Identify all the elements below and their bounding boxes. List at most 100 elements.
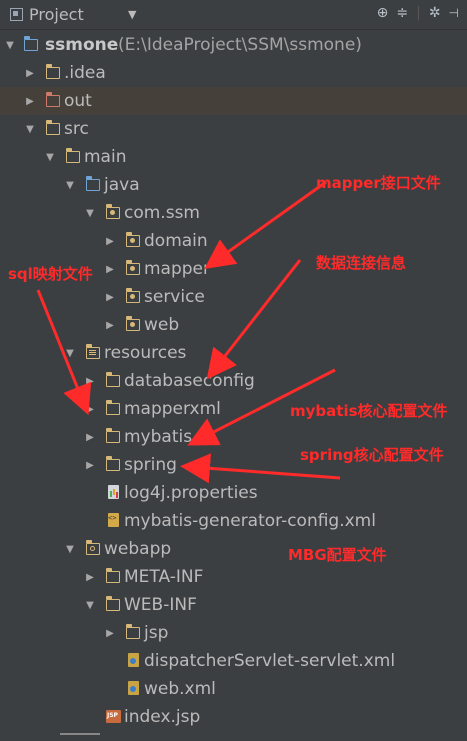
tree-row-log4j[interactable]: log4j.properties: [0, 479, 467, 507]
xml-file-icon: [108, 513, 119, 527]
tree-row-meta-inf[interactable]: ▶ META-INF: [0, 563, 467, 591]
separator: |: [416, 5, 421, 21]
tree-row-web-xml[interactable]: web.xml: [0, 675, 467, 703]
tree-label: jsp: [144, 623, 169, 643]
arrow-mybatis: [187, 368, 336, 446]
tree-row-mapper[interactable]: ▶ mapper: [0, 255, 467, 283]
tree-label: index.jsp: [124, 707, 201, 727]
tree-row-com-ssm[interactable]: ▼ com.ssm: [0, 199, 467, 227]
arrow-mapper: [204, 180, 327, 269]
tree-row-mybatis[interactable]: ▶ mybatis: [0, 423, 467, 451]
tree-label: src: [64, 119, 89, 139]
tree-label: spring: [124, 455, 177, 475]
tree-row-java[interactable]: ▼ java: [0, 171, 467, 199]
tree-row-domain[interactable]: ▶ domain: [0, 227, 467, 255]
expand-arrow-icon[interactable]: ▼: [46, 151, 54, 163]
folder-icon: [45, 64, 60, 79]
properties-file-icon: [108, 485, 119, 499]
tree-label: web.xml: [144, 679, 216, 699]
collapsed-arrow-icon[interactable]: ▶: [106, 627, 114, 639]
annotation-mybatis: mybatis核心配置文件: [290, 402, 448, 420]
tree-row-resources[interactable]: ▼ resources: [0, 339, 467, 367]
tree-label: domain: [144, 231, 208, 251]
tree-row-main[interactable]: ▼ main: [0, 143, 467, 171]
expand-arrow-icon[interactable]: ▼: [86, 599, 94, 611]
arrow-databaseconfig: [206, 259, 302, 380]
tree-label: mapperxml: [124, 399, 221, 419]
tree-label: out: [64, 91, 92, 111]
tree-row-index-jsp[interactable]: index.jsp: [0, 703, 467, 731]
resources-folder-icon: [85, 344, 100, 359]
folder-icon: [105, 456, 120, 471]
project-view-selector[interactable]: Project: [10, 5, 84, 24]
collapsed-arrow-icon[interactable]: ▶: [86, 375, 94, 387]
expand-arrow-icon[interactable]: ▼: [66, 347, 74, 359]
spring-xml-file-icon: [128, 653, 139, 667]
tree-label: META-INF: [124, 567, 204, 587]
tree-label: resources: [104, 343, 187, 363]
tree-label-root-path: (E:\IdeaProject\SSM\ssmone): [118, 35, 362, 55]
expand-arrow-icon[interactable]: ▼: [66, 543, 74, 555]
collapsed-arrow-icon[interactable]: ▶: [106, 319, 114, 331]
target-icon[interactable]: ⊕: [376, 5, 389, 21]
tree-row-web[interactable]: ▶ web: [0, 311, 467, 339]
tree-row-service[interactable]: ▶ service: [0, 283, 467, 311]
tree-row-ssmone[interactable]: ▼ ssmone (E:\IdeaProject\SSM\ssmone): [0, 31, 467, 59]
package-icon: [125, 316, 140, 331]
source-folder-icon: [85, 176, 100, 191]
collapsed-arrow-icon[interactable]: ▶: [26, 95, 34, 107]
annotation-sql: sql映射文件: [8, 265, 93, 283]
tree-row-out[interactable]: ▶ out: [0, 87, 467, 115]
collapsed-arrow-icon[interactable]: ▶: [106, 263, 114, 275]
tree-row-spring[interactable]: ▶ spring: [0, 451, 467, 479]
tree-row-webapp[interactable]: ▼ webapp: [0, 535, 467, 563]
tree-label: .idea: [64, 63, 106, 83]
collapsed-arrow-icon[interactable]: ▶: [86, 431, 94, 443]
annotation-db: 数据连接信息: [316, 254, 407, 272]
folder-icon: [105, 428, 120, 443]
tree-row-dispatcher-servlet[interactable]: dispatcherServlet-servlet.xml: [0, 647, 467, 675]
expand-arrow-icon[interactable]: ▼: [86, 207, 94, 219]
collapsed-arrow-icon[interactable]: ▶: [26, 67, 34, 79]
collapsed-arrow-icon[interactable]: ▶: [106, 291, 114, 303]
collapse-icon[interactable]: ≑: [396, 5, 409, 21]
toolbar-actions: ⊕ ≑ | ✲ ⊣: [377, 5, 459, 21]
hide-icon[interactable]: ⊣: [448, 6, 459, 20]
project-icon: [10, 8, 23, 21]
tree-label: webapp: [104, 539, 172, 559]
expand-arrow-icon[interactable]: ▼: [66, 179, 74, 191]
collapsed-arrow-icon[interactable]: ▶: [106, 235, 114, 247]
gear-icon[interactable]: ✲: [428, 5, 441, 21]
project-toolbar: Project ▼ ⊕ ≑ | ✲ ⊣: [0, 0, 467, 30]
tree-label: log4j.properties: [124, 483, 258, 503]
tree-label: mapper: [144, 259, 211, 279]
tree-label: com.ssm: [124, 203, 200, 223]
expand-arrow-icon[interactable]: ▼: [26, 123, 34, 135]
tree-label: service: [144, 287, 205, 307]
tree-label: web: [144, 315, 180, 335]
expand-arrow-icon[interactable]: ▼: [6, 39, 14, 51]
package-icon: [125, 232, 140, 247]
tree-row-idea[interactable]: ▶ .idea: [0, 59, 467, 87]
collapsed-arrow-icon[interactable]: ▶: [86, 571, 94, 583]
collapsed-arrow-icon[interactable]: ▶: [86, 459, 94, 471]
tree-label: mybatis-generator-config.xml: [124, 511, 376, 531]
web-xml-file-icon: [128, 681, 139, 695]
arrow-spring: [180, 453, 341, 484]
folder-icon: [105, 400, 120, 415]
tree-row-src[interactable]: ▼ src: [0, 115, 467, 143]
jsp-file-icon: [106, 710, 121, 723]
tree-row-jsp[interactable]: ▶ jsp: [0, 619, 467, 647]
folder-icon: [105, 596, 120, 611]
annotation-spring: spring核心配置文件: [300, 446, 444, 464]
tree-row-mbg-config[interactable]: mybatis-generator-config.xml: [0, 507, 467, 535]
arrow-mapperxml: [36, 289, 92, 416]
partial-next-row: [60, 733, 100, 741]
annotation-mbg: MBG配置文件: [288, 546, 387, 564]
folder-icon: [65, 148, 80, 163]
tree-label: WEB-INF: [124, 595, 197, 615]
chevron-down-icon[interactable]: ▼: [128, 8, 137, 21]
tree-label-root: ssmone: [45, 35, 119, 55]
tree-row-web-inf[interactable]: ▼ WEB-INF: [0, 591, 467, 619]
